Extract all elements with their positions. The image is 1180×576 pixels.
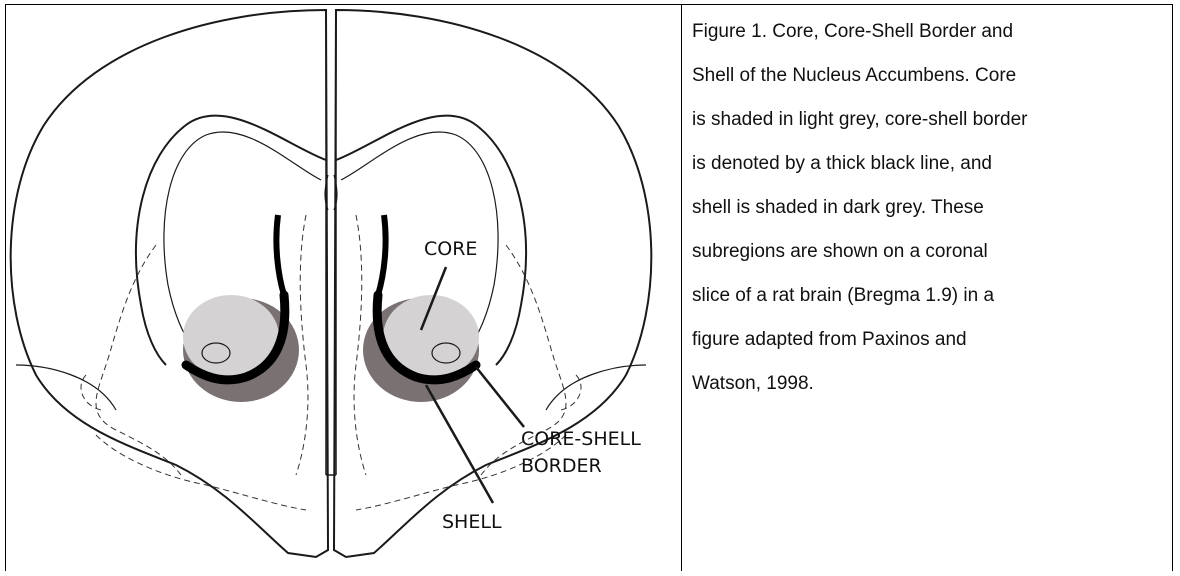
caption-line: subregions are shown on a coronal (692, 230, 1170, 274)
core-shell-label-line2: BORDER (521, 455, 602, 477)
core-label: CORE (424, 238, 477, 260)
figure-cell: CORE CORE-SHELL BORDER SHELL (6, 5, 681, 571)
shell-label: SHELL (442, 511, 502, 533)
left-external-capsule (276, 215, 284, 295)
caption-cell: Figure 1. Core, Core-Shell Border and Sh… (692, 10, 1170, 406)
core-shell-pointer (476, 367, 524, 427)
caption-line: shell is shaded in dark grey. These (692, 186, 1170, 230)
shell-pointer (426, 385, 493, 503)
left-lateral-curve (16, 365, 116, 410)
core-shell-label-line1: CORE-SHELL (521, 428, 641, 450)
column-divider (681, 4, 682, 571)
caption-line: slice of a rat brain (Bregma 1.9) in a (692, 274, 1170, 318)
caption-line: is shaded in light grey, core-shell bord… (692, 98, 1170, 142)
caption-line: figure adapted from Paxinos and (692, 318, 1170, 362)
brain-slice-diagram: CORE CORE-SHELL BORDER SHELL (6, 5, 681, 571)
caption-line: Figure 1. Core, Core-Shell Border and (692, 10, 1170, 54)
caption-line: Watson, 1998. (692, 362, 1170, 406)
right-external-capsule (378, 215, 386, 295)
caption-line: Shell of the Nucleus Accumbens. Core (692, 54, 1170, 98)
caption-line: is denoted by a thick black line, and (692, 142, 1170, 186)
right-lateral-curve (546, 365, 646, 410)
